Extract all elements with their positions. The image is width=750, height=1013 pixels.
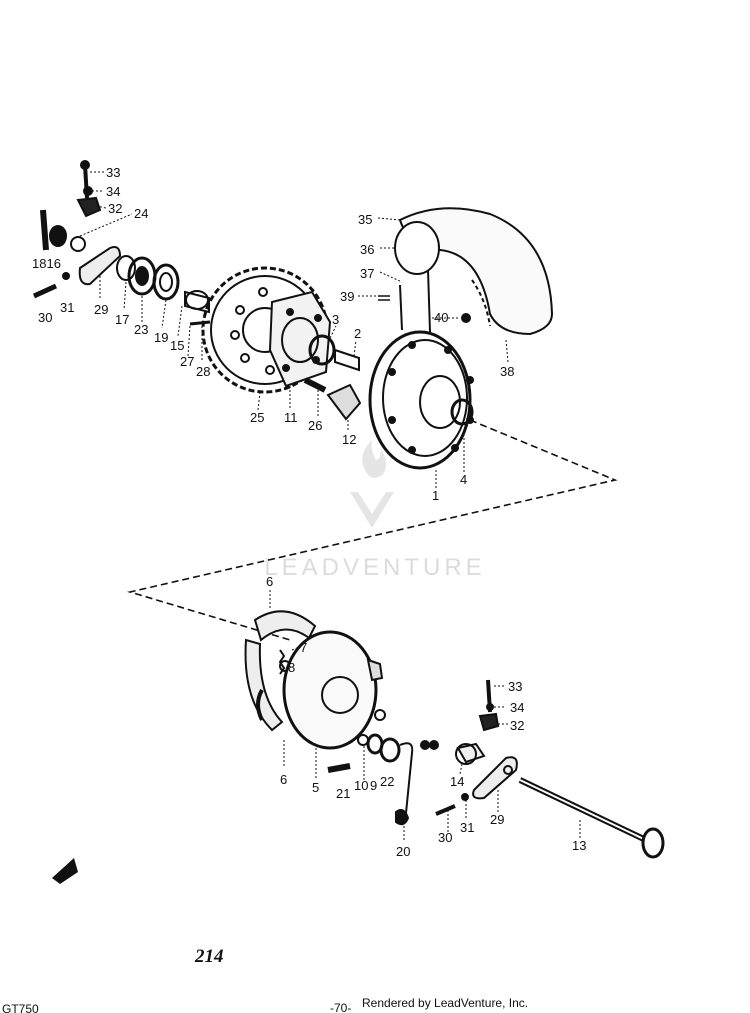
footer-credit: Rendered by LeadVenture, Inc. — [362, 996, 528, 1010]
callout-label: 34 — [510, 700, 524, 715]
callout-label: 32 — [510, 718, 524, 733]
callout-label: 6 — [280, 772, 287, 787]
callout-label: 8 — [288, 660, 295, 675]
tube-36 — [394, 221, 440, 275]
callout-label: 39 — [340, 289, 354, 304]
callout-labels: 33 34 32 24 1816 30 31 29 17 23 19 15 27… — [32, 165, 586, 859]
footer-page: -70- — [330, 1001, 351, 1013]
collar-14 — [456, 742, 486, 764]
nut-40 — [461, 313, 471, 323]
callout-label: 36 — [360, 242, 374, 257]
callout-label: 30 — [38, 310, 52, 325]
callout-label: 5 — [312, 780, 319, 795]
bolt-30-lower — [435, 804, 456, 816]
spacer-15 — [184, 290, 210, 314]
callout-label: 20 — [396, 844, 410, 859]
torque-arm-29-lower — [472, 756, 518, 800]
callout-label: 22 — [380, 774, 394, 789]
callout-label: 33 — [508, 679, 522, 694]
nut-31 — [62, 272, 70, 280]
stud-21 — [327, 763, 351, 773]
callout-label: 11 — [284, 410, 298, 425]
callout-label: 29 — [490, 812, 504, 827]
washer-16 — [49, 225, 67, 247]
callout-label: 1 — [432, 488, 439, 503]
watermark-flame-icon — [362, 440, 386, 478]
brake-panel-5 — [282, 630, 386, 750]
rod-end-20 — [395, 809, 410, 826]
callout-label: 9 — [370, 778, 377, 793]
watermark-text: LEADVENTURE — [264, 554, 485, 581]
callout-label: 15 — [170, 338, 184, 353]
sprocket-drum-11 — [268, 290, 332, 388]
callout-label: 31 — [60, 300, 74, 315]
damper-12 — [326, 383, 362, 421]
lower-assembly — [244, 610, 665, 859]
callout-label: 31 — [460, 820, 474, 835]
bearing-19 — [152, 263, 180, 301]
callout-label: 29 — [94, 302, 108, 317]
direction-arrow-icon — [52, 858, 78, 884]
callout-label: 7 — [300, 640, 307, 655]
callout-label: 34 — [106, 184, 120, 199]
callout-label: 1816 — [32, 256, 61, 271]
callout-label: 10 — [354, 778, 368, 793]
callout-label: 23 — [134, 322, 148, 337]
callout-label: 28 — [196, 364, 210, 379]
watermark-logo-icon — [350, 492, 394, 528]
nut-34-lower — [486, 703, 494, 711]
washer-10 — [357, 734, 369, 746]
callout-label: 40 — [434, 310, 448, 325]
bracket-32-lower — [478, 712, 500, 732]
assembly-lines — [126, 419, 618, 641]
spacer-4 — [450, 398, 474, 426]
bolt-18 — [40, 209, 49, 251]
rim-band-39 — [378, 295, 390, 301]
bracket-32 — [76, 196, 102, 218]
wheel-hub-1 — [368, 330, 474, 470]
callout-label: 4 — [460, 472, 467, 487]
callout-label: 2 — [354, 326, 361, 341]
page-number: 214 — [194, 946, 224, 967]
callout-label: 35 — [358, 212, 372, 227]
upper-assembly — [32, 160, 554, 470]
nut-31-lower — [461, 793, 469, 801]
callout-label: 27 — [180, 354, 194, 369]
callout-label: 3 — [332, 312, 339, 327]
callout-label: 21 — [336, 786, 350, 801]
bolt-27 — [189, 320, 211, 326]
callout-label: 32 — [108, 201, 122, 216]
callout-label: 6 — [266, 574, 273, 589]
bolt-26 — [303, 377, 327, 393]
valve-37 — [399, 269, 431, 333]
brake-shoes-6 — [244, 610, 317, 732]
callout-label: 26 — [308, 418, 322, 433]
callout-label: 12 — [342, 432, 356, 447]
callout-label: 14 — [450, 774, 464, 789]
callout-label: 19 — [154, 330, 168, 345]
leader-lines — [79, 171, 581, 842]
collar-17 — [116, 255, 136, 281]
callout-label: 38 — [500, 364, 514, 379]
callout-label: 37 — [360, 266, 374, 281]
torque-arm-29 — [78, 246, 122, 286]
callout-label: 33 — [106, 165, 120, 180]
callout-label: 13 — [572, 838, 586, 853]
callout-label: 25 — [250, 410, 264, 425]
watermark: LEADVENTURE — [264, 440, 485, 581]
spacer-2 — [334, 348, 360, 372]
callout-label: 17 — [115, 312, 129, 327]
nut-34 — [83, 186, 93, 196]
bolt-30 — [32, 283, 58, 299]
lever-22 — [379, 737, 401, 763]
footer-model: GT750 — [2, 1002, 39, 1013]
callout-label: 30 — [438, 830, 452, 845]
callout-label: 24 — [134, 206, 148, 221]
